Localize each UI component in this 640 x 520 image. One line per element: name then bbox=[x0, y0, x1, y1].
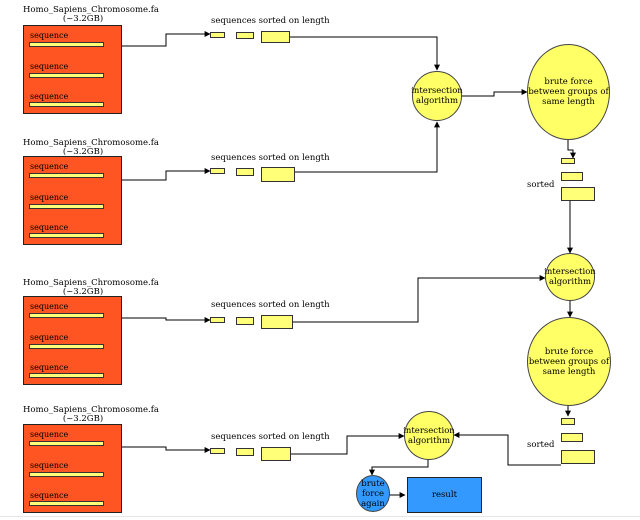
sequence-bar bbox=[29, 313, 104, 318]
sequence-bar bbox=[29, 42, 104, 47]
input3-size: (~3.2GB) bbox=[62, 287, 104, 297]
arrow-sorted3-to-intersection2 bbox=[293, 275, 546, 323]
sorted-seq-large bbox=[261, 31, 290, 43]
arrow-sorted-to-intersection2 bbox=[567, 199, 573, 254]
input4-sorted-label: sequences sorted on length bbox=[211, 432, 330, 442]
sorted-label-2: sorted bbox=[527, 440, 555, 450]
sorted-seq-large bbox=[261, 447, 291, 461]
sequence-bar bbox=[29, 102, 104, 107]
sorted-group-large bbox=[561, 187, 595, 201]
sorted-seq-small bbox=[210, 448, 225, 454]
bottom-divider bbox=[0, 516, 640, 517]
brute-force-again-label: brute force again bbox=[361, 478, 385, 509]
sequence-bar bbox=[29, 441, 104, 446]
result-box: result bbox=[407, 477, 482, 513]
sorted-seq-small bbox=[210, 32, 225, 38]
input3-sorted-label: sequences sorted on length bbox=[211, 300, 330, 310]
intersection-algorithm-node-1: intersection algorithm bbox=[411, 71, 463, 121]
intersection-label: intersection algorithm bbox=[544, 267, 596, 287]
brute-force-node-2: brute force between groups of same lengt… bbox=[527, 317, 611, 406]
intersection-algorithm-node-2: intersection algorithm bbox=[544, 253, 596, 301]
input4-chromosome-file: sequence sequence sequence bbox=[23, 424, 122, 513]
sequence-bar bbox=[29, 173, 104, 178]
brute-force-label: brute force between groups of same lengt… bbox=[528, 346, 610, 377]
arrow-input3-to-sorted bbox=[122, 317, 211, 323]
sequence-label: sequence bbox=[30, 223, 69, 232]
input1-size: (~3.2GB) bbox=[62, 14, 104, 24]
input1-title: Homo_Sapiens_Chromosome.fa bbox=[23, 5, 159, 15]
sequence-label: sequence bbox=[30, 302, 69, 311]
arrow-sorted-to-intersection3 bbox=[453, 432, 561, 466]
sorted-group-medium bbox=[561, 172, 583, 181]
brute-force-label: brute force between groups of same lengt… bbox=[528, 77, 609, 107]
input3-chromosome-file: sequence sequence sequence bbox=[23, 296, 122, 385]
arrow-intersection1-to-brute bbox=[462, 89, 528, 97]
sorted-group-medium bbox=[561, 433, 583, 442]
sorted-seq-small bbox=[210, 168, 225, 174]
arrow-brute1-to-sorted bbox=[567, 140, 576, 159]
sorted-seq-medium bbox=[236, 448, 254, 456]
result-label: result bbox=[431, 490, 458, 500]
input1-chromosome-file: sequence sequence sequence bbox=[23, 25, 122, 114]
brute-force-node-1: brute force between groups of same lengt… bbox=[527, 44, 610, 140]
sorted-seq-small bbox=[210, 317, 225, 323]
input2-chromosome-file: sequence sequence sequence bbox=[23, 156, 122, 245]
input2-size: (~3.2GB) bbox=[62, 147, 104, 157]
sorted-seq-medium bbox=[236, 317, 254, 325]
sorted-seq-large bbox=[261, 315, 293, 329]
intersection-algorithm-node-3: intersection algorithm bbox=[403, 411, 455, 460]
sequence-bar bbox=[29, 501, 104, 506]
sequence-label: sequence bbox=[30, 162, 69, 171]
brute-force-again-node: brute force again bbox=[356, 475, 390, 512]
input4-title: Homo_Sapiens_Chromosome.fa bbox=[23, 405, 159, 415]
sorted-seq-medium bbox=[236, 168, 254, 176]
sequence-bar bbox=[29, 73, 104, 78]
sequence-label: sequence bbox=[30, 62, 69, 71]
sequence-bar bbox=[29, 344, 104, 349]
intersection-label: intersection algorithm bbox=[403, 425, 455, 446]
arrow-intersection3-to-bruteagain bbox=[369, 460, 429, 476]
sorted-group-large bbox=[561, 450, 595, 464]
sorted-seq-medium bbox=[236, 32, 254, 39]
arrow-sorted1-to-intersection bbox=[290, 36, 440, 71]
arrow-input1-to-sorted bbox=[122, 31, 211, 47]
sequence-label: sequence bbox=[30, 461, 69, 470]
sequence-label: sequence bbox=[30, 31, 69, 40]
sequence-bar bbox=[29, 204, 104, 209]
sequence-label: sequence bbox=[30, 333, 69, 342]
sorted-group-small bbox=[561, 158, 575, 164]
arrow-sorted4-to-intersection3 bbox=[291, 433, 405, 455]
sequence-label: sequence bbox=[30, 92, 69, 101]
sorted-seq-large bbox=[261, 167, 295, 182]
input3-title: Homo_Sapiens_Chromosome.fa bbox=[23, 278, 159, 288]
sorted-group-small bbox=[561, 418, 575, 425]
sequence-bar bbox=[29, 472, 104, 477]
input2-sorted-label: sequences sorted on length bbox=[211, 153, 330, 163]
arrow-input2-to-sorted bbox=[122, 168, 211, 181]
intersection-label: intersection algorithm bbox=[411, 86, 463, 106]
sequence-label: sequence bbox=[30, 363, 69, 372]
sequence-label: sequence bbox=[30, 193, 69, 202]
sorted-label-1: sorted bbox=[527, 180, 555, 190]
sequence-label: sequence bbox=[30, 430, 69, 439]
input2-title: Homo_Sapiens_Chromosome.fa bbox=[23, 138, 159, 148]
input1-sorted-label: sequences sorted on length bbox=[211, 16, 330, 26]
arrow-sorted2-to-intersection bbox=[295, 121, 440, 173]
sequence-bar bbox=[29, 373, 104, 378]
sequence-label: sequence bbox=[30, 491, 69, 500]
arrow-input4-to-sorted bbox=[122, 446, 211, 453]
input4-size: (~3.2GB) bbox=[62, 414, 104, 424]
sequence-bar bbox=[29, 233, 104, 238]
